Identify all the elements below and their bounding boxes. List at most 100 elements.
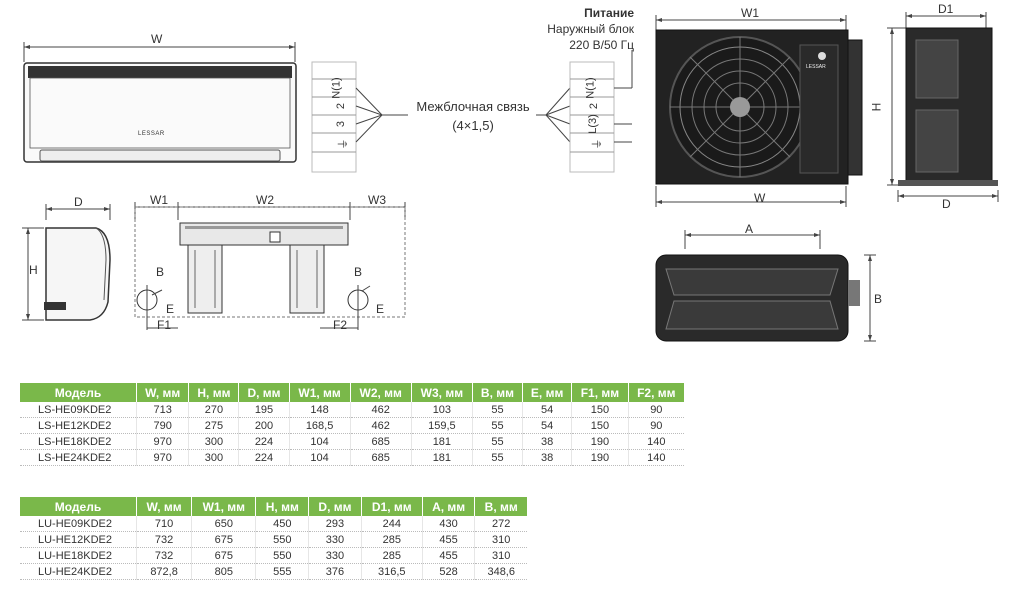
header-cell: H, мм: [255, 497, 310, 516]
table-cell: 685: [350, 449, 412, 466]
dim-f1-label: F1: [157, 318, 172, 332]
table-cell: 462: [350, 417, 412, 434]
dim-a-label: A: [745, 222, 754, 236]
table-row: LU-HE24KDE2 872,8 805 555 376 316,5 528 …: [20, 563, 527, 580]
table-row: LU-HE09KDE2 710 650 450 293 244 430 272: [20, 516, 527, 532]
dim-b-label-right: B: [354, 265, 363, 279]
table-cell: LU-HE18KDE2: [20, 547, 137, 564]
table-cell: 38: [522, 449, 573, 466]
table-cell: 376: [308, 563, 362, 580]
header-cell: D, мм: [308, 497, 362, 516]
table-cell: 90: [628, 402, 684, 418]
table-cell: LU-HE12KDE2: [20, 531, 137, 548]
header-cell: W1, мм: [289, 383, 351, 402]
table-cell: 272: [474, 516, 527, 532]
brand-logo-outdoor: LESSAR: [806, 64, 826, 70]
dim-b-label-left: B: [156, 265, 165, 279]
indoor-terminal-3: 3: [335, 120, 348, 128]
table-row: LU-HE18KDE2 732 675 550 330 285 455 310: [20, 547, 527, 564]
table-cell: 300: [188, 433, 240, 450]
table-cell: 330: [308, 547, 362, 564]
header-cell: Модель: [20, 383, 137, 402]
table-cell: 970: [136, 433, 190, 450]
table-cell: 140: [628, 433, 684, 450]
header-cell: F1, мм: [571, 383, 629, 402]
table-cell: 685: [350, 433, 412, 450]
table-cell: 710: [136, 516, 193, 532]
table-cell: 224: [238, 433, 290, 450]
dim-f2-label: F2: [333, 318, 348, 332]
table-row: LS-HE12KDE2 790 275 200 168,5 462 159,5 …: [20, 417, 684, 434]
header-cell: A, мм: [422, 497, 476, 516]
table-cell: 55: [472, 449, 523, 466]
table-cell: 190: [571, 449, 629, 466]
table-cell: 285: [361, 547, 423, 564]
dim-w2-label: W2: [256, 193, 274, 207]
dim-outdoor-h-label: H: [869, 102, 884, 112]
table-cell: 150: [571, 417, 629, 434]
outdoor-terminal-ground: ⏚: [591, 138, 604, 150]
dim-d-label: D: [74, 195, 83, 209]
table-cell: 38: [522, 433, 573, 450]
table-cell: 200: [238, 417, 290, 434]
table-cell: 550: [255, 531, 310, 548]
header-cell: F2, мм: [628, 383, 684, 402]
table-cell: 300: [188, 449, 240, 466]
table-cell: 150: [571, 402, 629, 418]
table-cell: 270: [188, 402, 240, 418]
header-cell: E, мм: [522, 383, 573, 402]
indoor-terminal-ground: ⏚: [337, 138, 350, 150]
dim-w-label: W: [151, 32, 163, 46]
table-cell: 872,8: [136, 563, 193, 580]
table-cell: 970: [136, 449, 190, 466]
table-cell: LS-HE12KDE2: [20, 417, 137, 434]
header-cell: D, мм: [238, 383, 290, 402]
table-cell: 330: [308, 531, 362, 548]
table-cell: 55: [472, 402, 523, 418]
table-cell: 90: [628, 417, 684, 434]
header-cell: W3, мм: [411, 383, 473, 402]
dim-outdoor-b-label: B: [874, 292, 883, 306]
table-cell: 462: [350, 402, 412, 418]
outdoor-table-header-row: Модель W, мм W1, мм H, мм D, мм D1, мм A…: [20, 497, 527, 516]
power-title: Питание: [584, 6, 634, 20]
table-cell: 148: [289, 402, 351, 418]
dim-d1-label: D1: [938, 2, 954, 16]
table-cell: 55: [472, 417, 523, 434]
table-cell: 55: [472, 433, 523, 450]
table-cell: 430: [422, 516, 476, 532]
table-row: LU-HE12KDE2 732 675 550 330 285 455 310: [20, 531, 527, 548]
table-cell: 293: [308, 516, 362, 532]
dim-outdoor-w-label: W: [754, 191, 766, 205]
table-cell: 140: [628, 449, 684, 466]
dim-w1-label: W1: [150, 193, 168, 207]
table-cell: 790: [136, 417, 190, 434]
table-cell: 348,6: [474, 563, 527, 580]
table-cell: 650: [191, 516, 257, 532]
brand-logo-indoor: LESSAR: [138, 131, 165, 137]
table-cell: 275: [188, 417, 240, 434]
table-cell: LS-HE24KDE2: [20, 449, 137, 466]
table-row: LS-HE24KDE2 970 300 224 104 685 181 55 3…: [20, 449, 684, 466]
table-cell: 54: [522, 402, 573, 418]
table-cell: 103: [411, 402, 473, 418]
dim-outdoor-w1-label: W1: [741, 6, 759, 20]
table-cell: LU-HE24KDE2: [20, 563, 137, 580]
table-cell: 195: [238, 402, 290, 418]
header-cell: H, мм: [188, 383, 240, 402]
table-cell: 455: [422, 547, 476, 564]
indoor-table-header-row: Модель W, мм H, мм D, мм W1, мм W2, мм W…: [20, 383, 684, 402]
outdoor-terminal-2: 2: [588, 102, 601, 110]
outdoor-spec-table: Модель W, мм W1, мм H, мм D, мм D1, мм A…: [20, 497, 527, 580]
table-cell: 181: [411, 449, 473, 466]
outdoor-terminal-1: N(1): [584, 77, 597, 99]
table-cell: 285: [361, 531, 423, 548]
table-cell: 224: [238, 449, 290, 466]
table-cell: 805: [191, 563, 257, 580]
table-row: LS-HE18KDE2 970 300 224 104 685 181 55 3…: [20, 433, 684, 450]
header-cell: B, мм: [474, 497, 527, 516]
dim-w3-label: W3: [368, 193, 386, 207]
power-subtitle-2: 220 В/50 Гц: [569, 38, 634, 52]
table-cell: 310: [474, 547, 527, 564]
dim-h-label: H: [29, 263, 38, 277]
